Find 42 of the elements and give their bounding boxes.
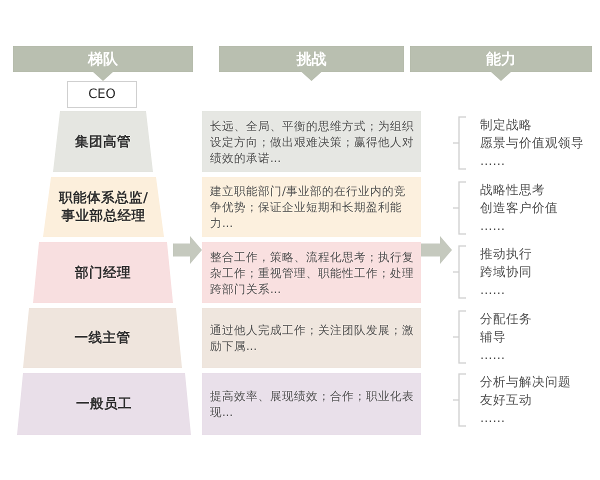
challenge-card [202,177,421,237]
tier-label: 部门经理 [75,264,131,282]
block-arrow [421,236,452,264]
pyramid-tier [33,242,173,303]
pyramid-tier [67,81,137,108]
pyramid-tier [43,177,164,237]
column-header: 梯队 [13,46,193,81]
pyramid-tier [23,308,182,368]
challenge-text: 通过他人完成工作；关注团队发展；激励下属... [210,322,415,354]
column-header: 挑战 [219,46,404,81]
ability-item: 愿景与价值观领导 [480,134,585,152]
ability-item: 制定战略 [480,116,533,134]
ability-item: 分配任务 [480,310,533,328]
block-arrow [173,236,202,264]
column-header: 能力 [410,46,592,81]
ability-item: …… [480,217,506,235]
challenge-text: 建立职能部门/事业部的在行业内的竞争优势；保证企业短期和长期盈利能力... [210,183,407,231]
challenge-card [202,242,421,303]
ability-item: …… [480,409,506,427]
pyramid-tier [17,373,191,435]
tier-label: CEO [88,86,116,104]
challenge-text: 长远、全局、平衡的思维方式；为组织设定方向；做出艰难决策；赢得他人对绩效的承诺... [210,118,415,166]
ability-item: …… [480,152,506,170]
ability-item: 辅导 [480,328,507,346]
ability-item: 推动执行 [480,245,533,263]
challenge-card [202,373,421,435]
ability-item: 战略性思考 [480,181,546,199]
ability-item: …… [480,281,506,299]
challenge-text: 整合工作，策略、流程化思考；执行复杂工作；重视管理、职能性工作；处理跨部门关系... [210,248,415,296]
tier-label: 一般员工 [76,395,132,413]
tier-label: 集团高管 [75,132,131,150]
tier-label: 一线主管 [74,329,130,347]
challenge-text: 提高效率、展现绩效；合作；职业化表现... [210,388,415,420]
challenge-card [202,308,421,368]
tier-label: 职能体系总监/事业部总经理 [58,189,149,225]
ability-item: 跨域协同 [480,263,533,281]
ability-item: 分析与解决问题 [480,373,572,391]
ability-item: 创造客户价值 [480,199,559,217]
ability-item: 友好互动 [480,391,533,409]
pyramid-tier [53,111,153,172]
challenge-card [202,111,421,172]
ability-item: …… [480,346,506,364]
